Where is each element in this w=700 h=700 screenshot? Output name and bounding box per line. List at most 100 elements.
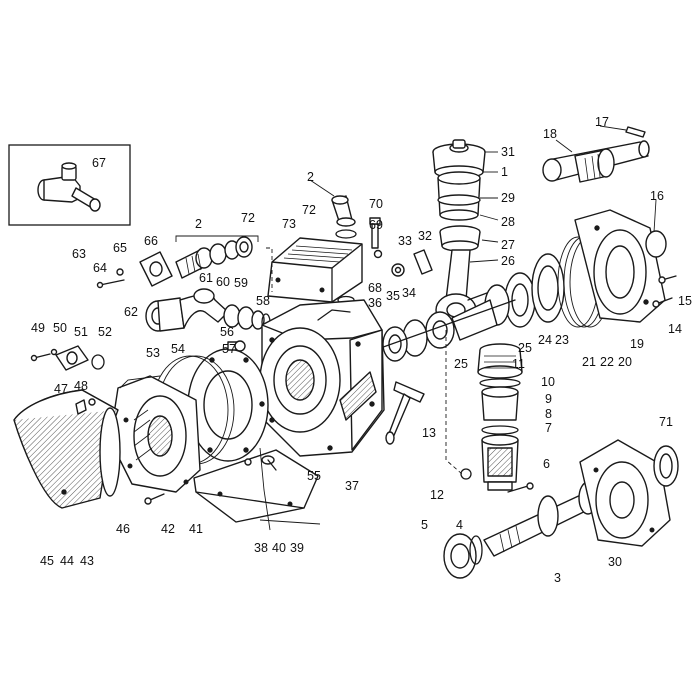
part-37-pump-body [259, 299, 385, 457]
part-39-40-bolt [244, 455, 277, 471]
part-72-oring [335, 229, 357, 239]
part-7-8-cage [481, 425, 519, 491]
callout-30: 30 [608, 555, 622, 569]
callout-20: 20 [618, 355, 632, 369]
part-23-bearing-ring [531, 253, 565, 323]
part-4-5-seal [443, 533, 483, 579]
callout-19: 19 [630, 337, 644, 351]
callout-68: 68 [368, 281, 382, 295]
callout-4: 4 [456, 518, 463, 532]
callout-16: 16 [650, 189, 664, 203]
inset-box [8, 144, 131, 226]
callout-49: 49 [31, 321, 45, 335]
callout-13: 13 [422, 426, 436, 440]
part-62-nut [145, 297, 185, 332]
callout-50: 50 [53, 321, 67, 335]
leader-lines [119, 125, 657, 531]
callout-10: 10 [541, 375, 555, 389]
callout-53: 53 [146, 346, 160, 360]
callout-59: 59 [234, 276, 248, 290]
callout-56: 56 [220, 325, 234, 339]
callout-labels: 31 1 29 28 27 26 17 18 16 15 14 19 20 22… [31, 115, 692, 585]
part-18-drive-shaft [542, 140, 650, 183]
part-66-plate [139, 251, 173, 287]
callout-38: 38 [254, 541, 268, 555]
callout-67: 67 [92, 156, 106, 170]
callout-33: 33 [398, 234, 412, 248]
callout-46: 46 [116, 522, 130, 536]
callout-2a: 2 [195, 217, 202, 231]
part-2-left-valve-group [175, 236, 253, 279]
callout-62: 62 [124, 305, 138, 319]
callout-26: 26 [501, 254, 515, 268]
callout-37: 37 [345, 479, 359, 493]
callout-15: 15 [678, 294, 692, 308]
part-30-flange [579, 439, 671, 547]
part-69-70-bolts [369, 217, 383, 259]
callout-70: 70 [369, 197, 383, 211]
part-12-ring [460, 468, 472, 480]
callout-18: 18 [543, 127, 557, 141]
part-29-valve-body [437, 171, 481, 221]
callout-73: 73 [282, 217, 296, 231]
part-47-52-fittings [30, 345, 105, 415]
callout-40: 40 [272, 541, 286, 555]
part-6-bolt [507, 482, 534, 493]
callout-22: 22 [600, 355, 614, 369]
callout-57: 57 [222, 342, 236, 356]
callout-36: 36 [368, 296, 382, 310]
part-24-bearing [504, 272, 536, 328]
part-56-57-plug [227, 340, 246, 352]
callout-12: 12 [430, 488, 444, 502]
part-14-15-bolts [652, 275, 677, 308]
part-2-upper-valve [331, 195, 356, 227]
callout-5: 5 [421, 518, 428, 532]
callout-9: 9 [545, 392, 552, 406]
part-63-65-screws [96, 268, 125, 289]
part-41-end-cover [109, 375, 201, 493]
callout-71: 71 [659, 415, 673, 429]
part-73-manifold [267, 237, 363, 303]
callout-61: 61 [199, 271, 213, 285]
callout-21: 21 [582, 355, 596, 369]
callout-43: 43 [80, 554, 94, 568]
part-27-seat [439, 225, 481, 252]
callout-31: 31 [501, 145, 515, 159]
part-58-60-fittings [223, 304, 271, 331]
callout-51: 51 [74, 325, 88, 339]
callout-65: 65 [113, 241, 127, 255]
callout-24: 24 [538, 333, 552, 347]
callout-14: 14 [668, 322, 682, 336]
callout-44: 44 [60, 554, 74, 568]
callout-72a: 72 [241, 211, 255, 225]
callout-52: 52 [98, 325, 112, 339]
callout-35: 35 [386, 289, 400, 303]
callout-28: 28 [501, 215, 515, 229]
callout-1: 1 [501, 165, 508, 179]
callout-42: 42 [161, 522, 175, 536]
callout-29: 29 [501, 191, 515, 205]
callout-66: 66 [144, 234, 158, 248]
callout-63: 63 [72, 247, 86, 261]
part-61-elbow [179, 288, 229, 329]
part-71-ring [653, 445, 679, 487]
callout-72b: 72 [302, 203, 316, 217]
callout-39: 39 [290, 541, 304, 555]
callout-58: 58 [256, 294, 270, 308]
callout-3: 3 [554, 571, 561, 585]
part-17-key [625, 126, 646, 138]
part-11-valve-cap [477, 343, 523, 379]
part-9-10-valve [479, 378, 521, 421]
callout-25b: 25 [518, 341, 532, 355]
part-13-lever [385, 381, 425, 445]
callout-2b: 2 [307, 170, 314, 184]
callout-54: 54 [171, 342, 185, 356]
callout-69: 69 [369, 218, 383, 232]
part-42-bolt [144, 493, 165, 505]
callout-34: 34 [402, 286, 416, 300]
callout-47: 47 [54, 382, 68, 396]
callout-55: 55 [307, 469, 321, 483]
callout-8: 8 [545, 407, 552, 421]
